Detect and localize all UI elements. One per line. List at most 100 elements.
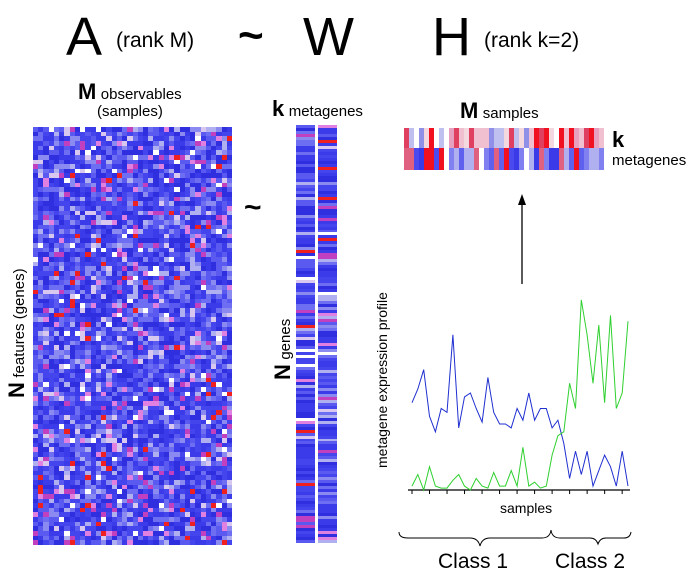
matrix-a-cell <box>59 261 65 267</box>
matrix-a-cell <box>153 182 160 188</box>
matrix-a-cell <box>48 349 55 356</box>
matrix-a-cell <box>111 336 118 342</box>
matrix-a-cell <box>101 438 107 444</box>
matrix-a-cell <box>195 466 202 472</box>
matrix-a-cell <box>200 470 207 476</box>
matrix-w-cell <box>296 166 315 171</box>
matrix-a-cell <box>127 461 133 467</box>
matrix-a-cell <box>33 312 39 318</box>
matrix-a-cell <box>221 442 228 448</box>
matrix-a-cell <box>153 187 160 193</box>
matrix-a-cell <box>190 173 196 179</box>
matrix-a-cell <box>48 215 55 221</box>
matrix-a-cell <box>43 414 50 421</box>
matrix-a-cell <box>190 419 196 425</box>
matrix-a-cell <box>184 275 191 281</box>
matrix-a-cell <box>69 127 76 133</box>
matrix-a-cell <box>184 289 191 295</box>
matrix-a-cell <box>169 336 175 342</box>
matrix-a-cell <box>48 205 55 212</box>
matrix-a-cell <box>90 294 97 300</box>
equation-w: W <box>303 7 354 67</box>
matrix-a-cell <box>85 387 92 393</box>
matrix-a-cell <box>95 294 102 300</box>
matrix-a-cell <box>64 359 71 365</box>
matrix-a-cell <box>122 159 128 165</box>
matrix-a-cell <box>179 201 186 207</box>
matrix-a-cell <box>179 377 186 383</box>
matrix-a-cell <box>169 247 175 253</box>
matrix-a-cell <box>48 382 55 388</box>
matrix-a-cell <box>216 363 223 369</box>
matrix-a-cell <box>74 205 81 212</box>
matrix-a-cell <box>174 261 181 267</box>
matrix-a-cell <box>169 396 175 402</box>
matrix-a-cell <box>106 391 113 397</box>
matrix-a-cell <box>101 447 107 453</box>
matrix-a-cell <box>53 479 60 486</box>
matrix-a-cell <box>200 452 207 458</box>
matrix-a-cell <box>95 540 102 545</box>
matrix-a-cell <box>174 298 181 304</box>
matrix-a-cell <box>74 317 81 323</box>
matrix-w-cell <box>318 154 337 159</box>
matrix-h-cell <box>469 128 475 148</box>
matrix-a-cell <box>163 219 170 226</box>
matrix-a-cell <box>48 247 55 253</box>
matrix-a-cell <box>101 484 107 490</box>
matrix-a-cell <box>211 373 217 379</box>
matrix-h-cell <box>509 148 515 170</box>
matrix-a-cell <box>174 512 181 518</box>
matrix-a-cell <box>137 127 144 133</box>
matrix-a-cell <box>74 433 81 439</box>
matrix-a-cell <box>195 196 202 202</box>
matrix-a-cell <box>163 414 170 421</box>
matrix-a-cell <box>101 140 107 147</box>
matrix-a-cell <box>38 192 44 198</box>
matrix-a-cell <box>111 387 118 393</box>
matrix-a-cell <box>127 159 133 165</box>
matrix-a-cell <box>153 452 160 458</box>
matrix-a-cell <box>148 507 154 513</box>
matrix-a-cell <box>74 349 81 356</box>
matrix-a-cell <box>53 215 60 221</box>
matrix-a-cell <box>163 136 170 142</box>
matrix-w-cell <box>296 226 315 230</box>
matrix-a-cell <box>221 452 228 458</box>
matrix-a-cell <box>169 257 175 263</box>
matrix-w-cell <box>296 316 315 320</box>
matrix-a-cell <box>142 405 149 411</box>
matrix-a-cell <box>169 178 175 184</box>
matrix-a-cell <box>80 387 86 393</box>
matrix-a-cell <box>90 517 97 523</box>
matrix-a-cell <box>216 136 223 142</box>
matrix-a-cell <box>59 145 65 151</box>
matrix-a-cell <box>132 498 139 504</box>
matrix-w-cell <box>318 250 337 254</box>
matrix-a-cell <box>80 289 86 295</box>
matrix-a-cell <box>116 517 123 523</box>
matrix-a-cell <box>43 275 50 281</box>
matrix-a-cell <box>74 428 81 435</box>
matrix-w-cell <box>318 220 337 225</box>
matrix-a-cell <box>184 127 191 133</box>
matrix-a-cell <box>33 466 39 472</box>
matrix-a-cell <box>142 224 149 230</box>
matrix-a-cell <box>200 308 207 314</box>
matrix-a-cell <box>33 150 39 156</box>
matrix-a-cell <box>74 540 81 545</box>
matrix-a-cell <box>216 382 223 388</box>
matrix-a-cell <box>38 159 44 165</box>
matrix-a-cell <box>95 498 102 504</box>
matrix-a-cell <box>33 270 39 277</box>
matrix-a-cell <box>111 424 118 430</box>
matrix-a-cell <box>95 317 102 323</box>
matrix-a-cell <box>95 261 102 267</box>
matrix-a-cell <box>200 354 207 360</box>
matrix-a-cell <box>142 521 149 527</box>
matrix-w-cell <box>318 241 337 245</box>
matrix-a-cell <box>190 401 196 407</box>
matrix-a-cell <box>216 164 223 170</box>
matrix-a-cell <box>122 503 128 509</box>
matrix-a-cell <box>211 340 217 346</box>
